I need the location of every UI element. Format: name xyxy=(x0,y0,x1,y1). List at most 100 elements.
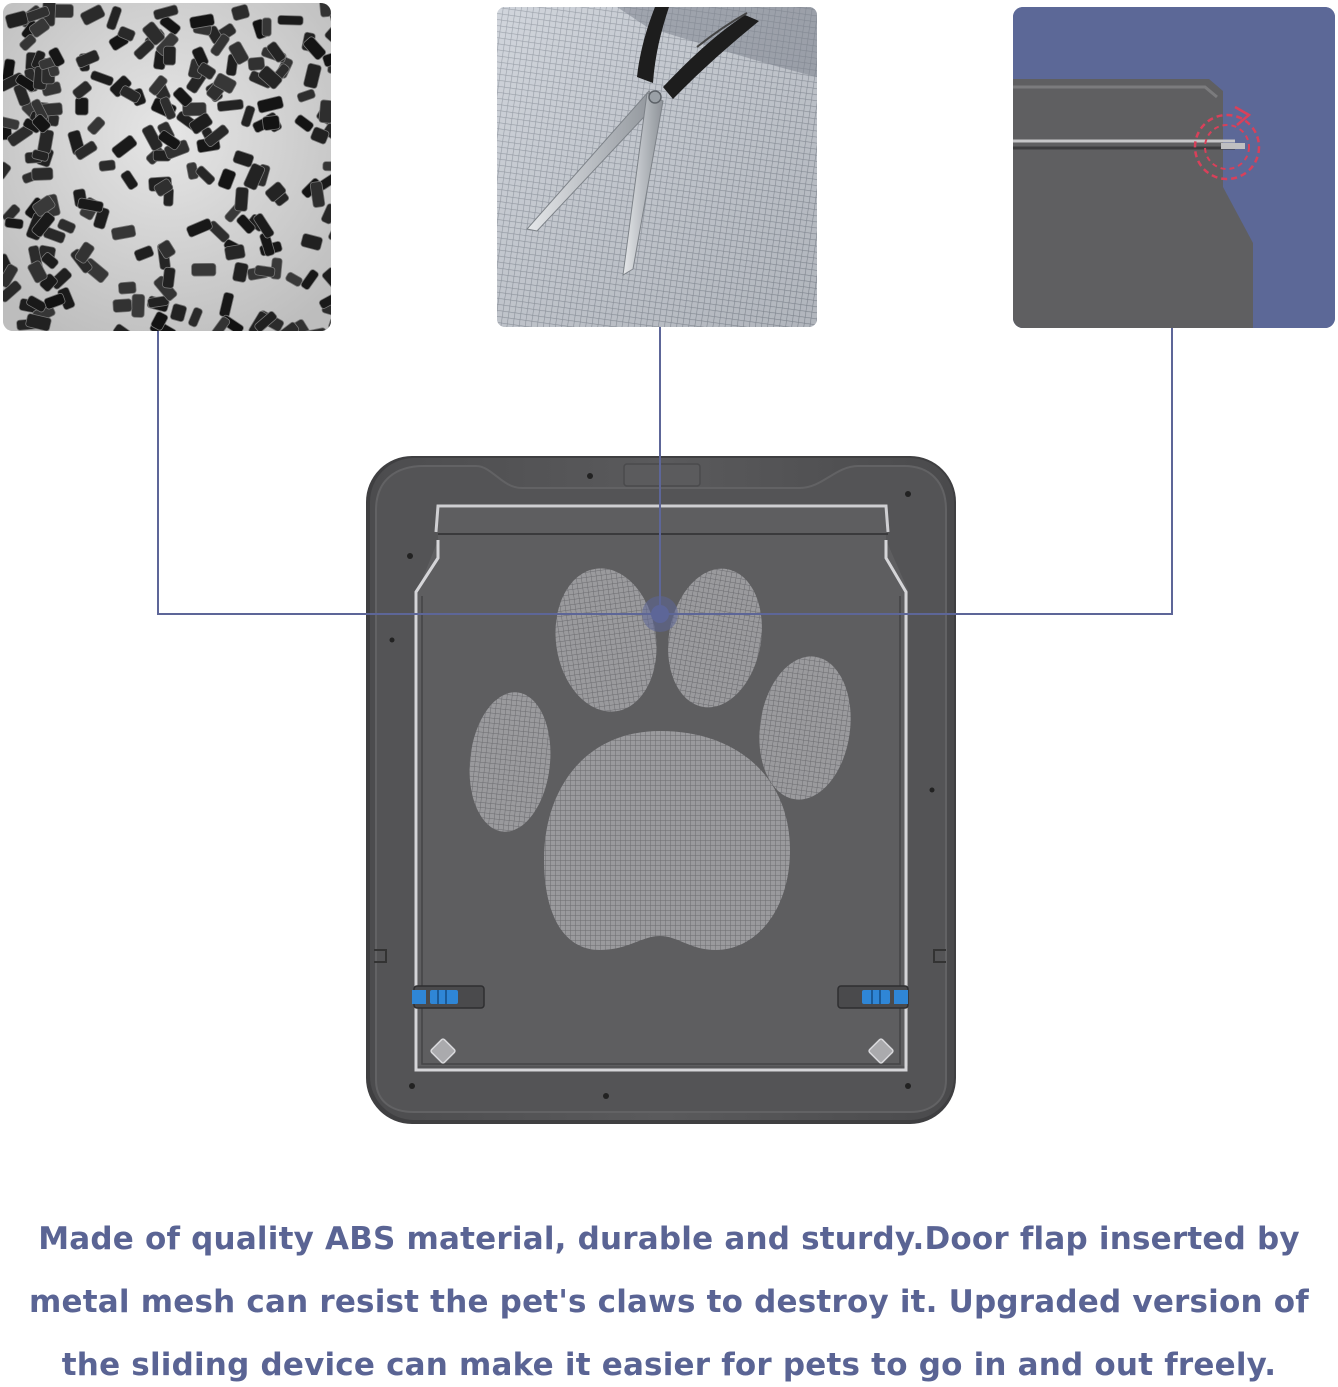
pellet xyxy=(27,260,48,284)
pellet xyxy=(43,292,66,310)
pellet xyxy=(31,113,51,134)
pellet xyxy=(172,87,193,107)
pellet xyxy=(204,124,230,147)
pellet xyxy=(309,181,326,208)
pellet xyxy=(93,206,110,230)
pellet xyxy=(3,263,19,288)
pellet xyxy=(253,213,275,239)
pellet xyxy=(294,114,314,133)
pellet xyxy=(87,116,106,135)
pellet xyxy=(197,62,217,80)
pellet xyxy=(159,96,176,120)
pellet xyxy=(28,17,50,38)
pellet xyxy=(266,41,286,63)
pellet xyxy=(328,317,331,331)
hinge-illustration xyxy=(1013,7,1335,328)
pellet xyxy=(57,218,76,234)
pellet xyxy=(228,41,249,65)
pellet xyxy=(162,45,177,66)
pellet xyxy=(186,218,213,238)
pellet xyxy=(217,168,237,190)
pellet xyxy=(254,311,278,331)
pellet xyxy=(157,130,181,151)
pellet xyxy=(4,217,24,230)
pellet xyxy=(322,51,331,68)
pellet xyxy=(77,197,104,213)
pellet xyxy=(3,161,12,180)
pellet xyxy=(318,99,331,124)
pellet xyxy=(216,99,244,112)
pellet xyxy=(162,266,176,289)
mesh-illustration xyxy=(497,7,817,327)
pellet xyxy=(72,80,93,100)
pellet xyxy=(285,271,303,287)
pellet xyxy=(150,311,169,331)
pellet xyxy=(117,26,136,42)
pellet xyxy=(142,21,165,46)
pellet xyxy=(240,105,256,128)
pellet xyxy=(141,124,163,151)
pellet xyxy=(322,122,331,146)
pellet xyxy=(75,49,100,68)
corner-clips xyxy=(430,1038,894,1064)
pellet xyxy=(13,83,31,107)
metal-mesh-photo xyxy=(497,7,817,327)
pellet xyxy=(234,186,249,212)
pellet xyxy=(112,323,137,331)
pellet xyxy=(112,298,133,313)
pellet xyxy=(118,281,137,295)
pellet xyxy=(170,303,187,322)
pellet xyxy=(213,72,237,94)
pellet xyxy=(31,167,54,181)
pellet xyxy=(232,150,255,168)
pellet xyxy=(153,178,174,197)
pellet xyxy=(148,75,168,96)
pellet xyxy=(191,263,217,277)
pellet xyxy=(74,140,98,161)
pet-door-product xyxy=(366,456,956,1124)
pellet xyxy=(210,316,231,331)
pellet xyxy=(310,126,330,145)
pellet xyxy=(98,159,116,172)
pellet xyxy=(256,95,284,114)
pellet xyxy=(119,85,141,104)
pellet xyxy=(3,116,20,131)
pellet xyxy=(296,88,316,103)
pellet xyxy=(41,252,59,270)
pellet-cluster xyxy=(3,3,331,331)
pellet xyxy=(111,224,137,241)
pellet xyxy=(243,163,266,191)
pellet xyxy=(321,267,331,289)
slider-lock-icon xyxy=(837,985,909,1009)
pellet xyxy=(300,233,323,251)
pellet xyxy=(232,261,249,283)
pellet xyxy=(264,181,287,203)
pellet xyxy=(188,307,203,328)
pellet xyxy=(25,313,52,331)
pellets-illustration xyxy=(3,3,331,331)
pellet xyxy=(247,56,266,71)
abs-pellets-photo xyxy=(3,3,331,331)
feature-caption: Made of quality ABS material, durable an… xyxy=(29,1221,1309,1383)
pellet xyxy=(293,319,315,331)
pellet xyxy=(31,211,56,238)
slider-lock-icon xyxy=(412,985,485,1009)
pellet xyxy=(26,295,47,313)
pellet xyxy=(258,65,283,90)
pellet xyxy=(31,149,50,162)
pellet xyxy=(303,63,322,89)
pellet xyxy=(188,112,213,135)
pellet xyxy=(321,203,331,225)
pellet xyxy=(153,4,179,20)
pellet xyxy=(324,23,331,44)
hinge-detail-photo xyxy=(1013,7,1335,328)
pellet xyxy=(189,13,215,30)
pellet xyxy=(182,102,207,117)
pellet xyxy=(300,269,319,290)
pellet xyxy=(106,5,122,31)
scissors-icon xyxy=(526,7,759,276)
pellet xyxy=(322,161,331,172)
pellet xyxy=(80,4,106,26)
